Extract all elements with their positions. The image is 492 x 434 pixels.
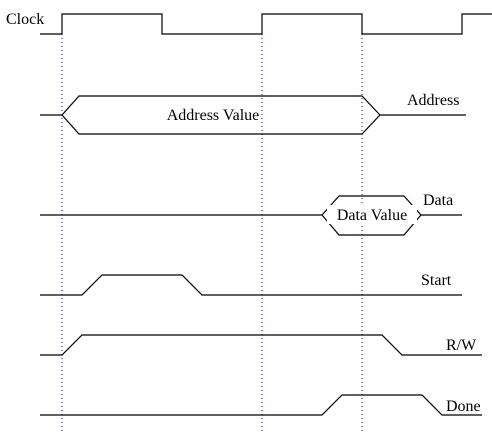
address-value-label: Address Value [167, 107, 260, 124]
data-waveform [40, 195, 462, 216]
start-waveform [40, 274, 462, 296]
rw-label: R/W [446, 337, 477, 354]
address-label: Address [407, 92, 459, 109]
rw-waveform [40, 334, 482, 356]
address-waveform-lower [61, 114, 381, 135]
clock-waveform [40, 13, 492, 35]
data-label: Data [423, 192, 453, 209]
done-label: Done [446, 398, 481, 415]
data-waveform-lower [321, 214, 422, 236]
address-waveform [40, 95, 466, 116]
done-waveform [40, 394, 482, 416]
start-label: Start [421, 272, 452, 289]
data-value-label: Data Value [337, 207, 407, 224]
data-value-bg [327, 205, 417, 224]
clock-label: Clock [6, 11, 44, 28]
